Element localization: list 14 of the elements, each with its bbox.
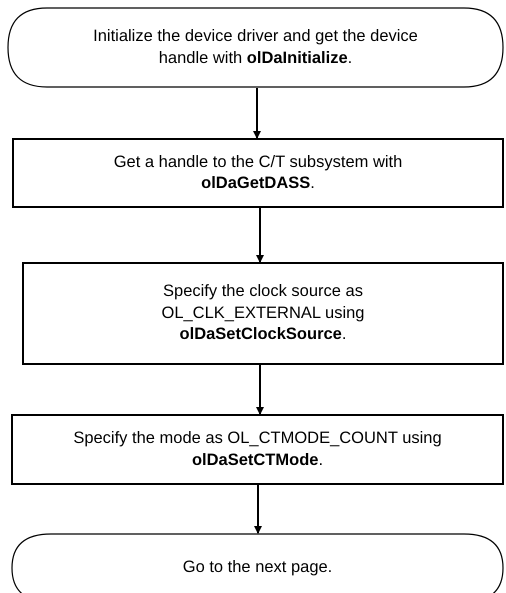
step-text: Specify the mode as OL_CTMODE_COUNT using olDaSetCTMode. xyxy=(72,428,443,470)
step-text: Go to the next page. xyxy=(182,557,332,578)
step-text: Specify the clock source as OL_CLK_EXTERNAL using olDaSetClockSource. xyxy=(160,281,366,346)
process-box xyxy=(22,262,504,365)
step-text: Initialize the device driver and get the device handle with olDaInitialize. xyxy=(92,26,419,68)
arrow xyxy=(256,365,264,415)
process-box xyxy=(11,414,504,485)
arrow xyxy=(253,88,261,139)
terminator-shape xyxy=(11,533,504,593)
arrow xyxy=(256,208,264,263)
arrow xyxy=(254,485,262,534)
step-text: Get a handle to the C/T subsystem with olDaGetDASS. xyxy=(112,152,404,194)
terminator-shape xyxy=(7,7,504,88)
process-box xyxy=(12,138,504,208)
